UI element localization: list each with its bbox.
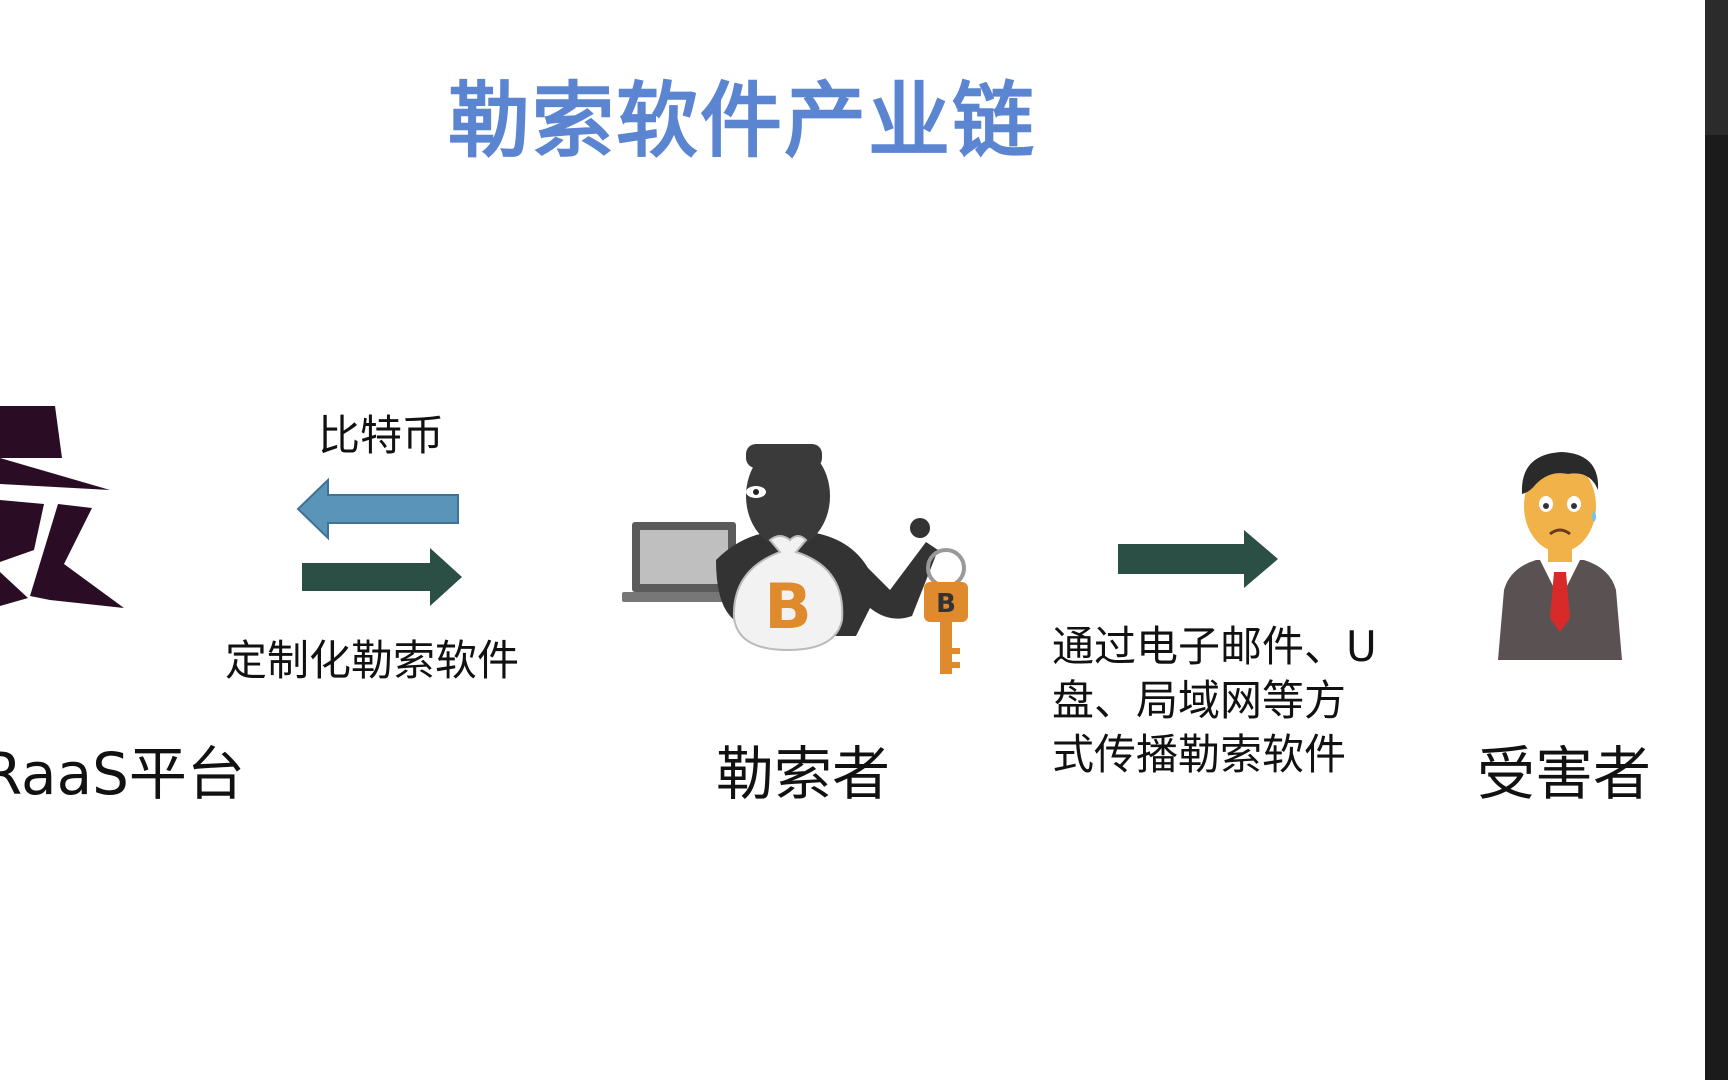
extortioner-label: 勒索者 xyxy=(716,740,891,808)
spread-method-line-1: 通过电子邮件、U xyxy=(1052,622,1377,671)
right-edge-tab xyxy=(1705,0,1728,135)
worried-businessman-icon xyxy=(1498,452,1622,660)
victim-label: 受害者 xyxy=(1477,740,1652,808)
raas-platform-label: RaaS平台 xyxy=(0,740,245,808)
spread-method-text: 通过电子邮件、U 盘、局域网等方 式传播勒索软件 xyxy=(1052,620,1412,782)
masked-thief-with-bitcoin-bag-icon: B B xyxy=(622,444,968,674)
spread-method-line-3: 式传播勒索软件 xyxy=(1052,730,1347,779)
right-edge-panel xyxy=(1705,0,1728,1080)
spread-method-line-2: 盘、局域网等方 xyxy=(1052,676,1347,725)
arrow-left-icon xyxy=(296,477,459,541)
arrow-right-spread-icon xyxy=(1118,530,1278,588)
svg-text:B: B xyxy=(936,589,956,619)
svg-text:B: B xyxy=(764,570,811,643)
slide-title: 勒索软件产业链 xyxy=(448,74,1037,169)
customized-ransomware-label: 定制化勒索软件 xyxy=(225,636,520,685)
bitcoin-label: 比特币 xyxy=(318,411,445,460)
arrow-right-icon xyxy=(302,548,462,606)
hacker-spy-icon xyxy=(0,406,124,608)
